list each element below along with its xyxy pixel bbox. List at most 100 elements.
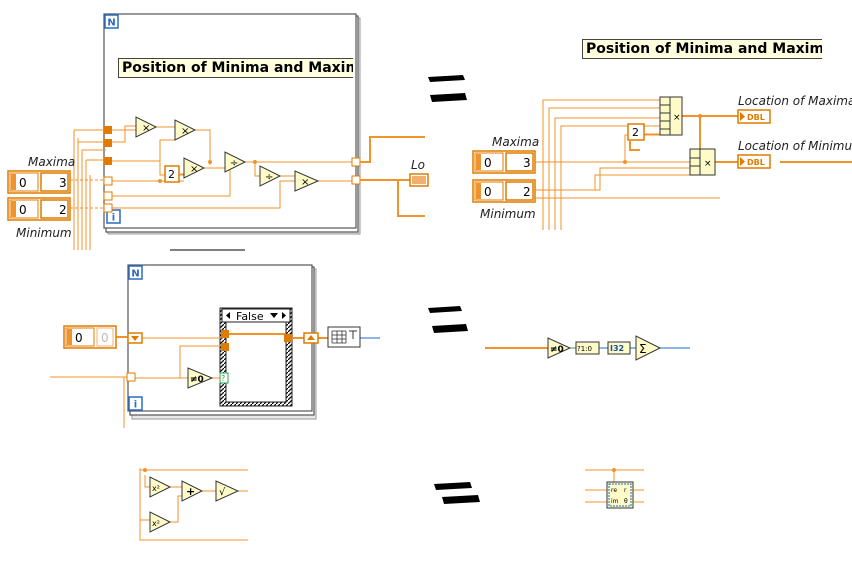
divide-node-2[interactable]: ÷ — [259, 165, 282, 187]
not-equal-zero-label: ≠0 — [550, 345, 564, 355]
maxima-index: 0 — [484, 156, 492, 170]
bool-to-int-node[interactable]: ?1:0 — [575, 341, 600, 355]
wire-junction — [612, 468, 616, 472]
square-node-2[interactable]: x² — [149, 511, 172, 533]
maxima-array-control-right[interactable]: 0 3 — [472, 150, 536, 174]
case-selector[interactable]: False — [221, 308, 291, 323]
equivalence-symbol-1 — [428, 75, 467, 102]
add-label: + — [186, 485, 195, 498]
not-equal-zero-node[interactable]: ≠0 — [187, 367, 214, 389]
minimum-label-right: Minimum — [480, 207, 536, 221]
location-maxima-indicator[interactable]: DBL — [737, 109, 771, 124]
sum-node[interactable]: Σ — [635, 335, 662, 361]
mid-left-wires — [50, 337, 222, 428]
constant-two[interactable]: 2 — [164, 165, 180, 183]
middle-right-panel: ≠0 ?1:0 I32 Σ — [485, 335, 690, 361]
loop-count-terminal[interactable]: N — [104, 14, 119, 29]
add-node[interactable]: + — [181, 480, 204, 502]
maxima-label-right: Maxima — [492, 135, 540, 149]
multiply-symbol: × — [673, 113, 681, 123]
bottom-left-panel: x² x² + √ — [139, 468, 248, 541]
convert-type-label: I32 — [610, 344, 624, 353]
wire-junction — [253, 160, 257, 164]
array-indicator-icon[interactable] — [327, 326, 361, 348]
left-wire-bundle — [70, 129, 106, 250]
wire-junction — [623, 160, 627, 164]
maxima-label: Maxima — [28, 155, 76, 169]
multiply-symbol: × — [142, 123, 150, 134]
location-minimum-indicator[interactable]: DBL — [737, 154, 771, 169]
constant-two-right[interactable]: 2 — [627, 123, 645, 141]
loop-iteration-terminal-2[interactable]: i — [128, 396, 143, 411]
sqrt-node[interactable]: √ — [215, 480, 240, 502]
equivalence-symbols — [428, 75, 480, 504]
top-left-title: Position of Minima and Maxima — [118, 58, 353, 78]
loop-count-label: N — [107, 18, 115, 29]
tunnel-in-2[interactable] — [126, 372, 136, 382]
sum-label: Σ — [639, 342, 647, 356]
minimum-array-control[interactable]: 0 2 — [7, 197, 71, 221]
top-right-title: Position of Minima and Maxima — [582, 39, 822, 59]
square-label: x² — [152, 519, 160, 528]
loop-count-label: N — [131, 269, 139, 280]
bottom-left-wires — [139, 468, 248, 541]
complex-conversion-node[interactable]: re im r θ — [606, 481, 634, 509]
case-selector-value: False — [236, 310, 264, 323]
complex-re-label: re — [611, 487, 617, 494]
multiply-node-3[interactable]: × — [183, 157, 206, 179]
complex-r-label: r — [624, 487, 627, 494]
multiply-symbol: × — [181, 126, 189, 137]
multiply-node-2[interactable]: × — [174, 119, 197, 141]
top-right-panel: Position of Minima and Maxima — [472, 39, 852, 230]
loop-iteration-terminal[interactable]: i — [106, 209, 121, 224]
loop-count-terminal-2[interactable]: N — [128, 265, 143, 280]
multiply-symbol: × — [190, 164, 198, 175]
case-structure[interactable] — [219, 307, 293, 407]
middle-left-panel: N i False — [50, 264, 380, 428]
array-control-mid[interactable]: 0 0 — [63, 325, 117, 349]
maxima-value: 3 — [523, 156, 531, 170]
selector-left-arrow[interactable] — [226, 312, 230, 319]
divide-node-1[interactable]: ÷ — [224, 151, 247, 173]
square-label: x² — [152, 484, 160, 493]
constant-two-value: 2 — [632, 126, 639, 139]
constant-two-value: 2 — [168, 168, 175, 181]
compound-multiply-node-2[interactable]: × — [689, 148, 716, 176]
wire-junction — [698, 114, 702, 118]
minimum-array-control-right[interactable]: 0 2 — [472, 179, 536, 203]
not-equal-zero-node-right[interactable]: ≠0 — [547, 337, 572, 359]
square-node-1[interactable]: x² — [149, 476, 172, 498]
multiply-node-4[interactable]: × — [294, 170, 320, 192]
maxima-value: 3 — [59, 176, 67, 190]
loop-iteration-label: i — [112, 213, 115, 224]
indexing-tunnel-out[interactable] — [303, 332, 319, 344]
multiply-symbol: × — [704, 159, 712, 169]
divide-symbol: ÷ — [230, 158, 238, 169]
location-maxima-label: Location of Maxima — [738, 94, 852, 108]
selector-right-arrow[interactable] — [282, 312, 286, 319]
multiply-node-1[interactable]: × — [135, 116, 158, 138]
sqrt-label: √ — [219, 487, 226, 498]
maxima-index: 0 — [19, 176, 27, 190]
indicator-type: DBL — [747, 158, 765, 167]
convert-i32-node[interactable]: I32 — [607, 341, 631, 355]
bottom-right-panel: re im r θ — [585, 468, 644, 509]
array-value: 0 — [101, 331, 109, 345]
maxima-array-control[interactable]: 0 3 — [7, 170, 71, 194]
case-tunnels[interactable] — [221, 330, 292, 351]
case-selector-terminal[interactable]: ? — [219, 372, 229, 384]
wire-junction — [143, 468, 147, 472]
not-equal-zero-label: ≠0 — [190, 375, 204, 385]
top-left-panel: N i — [7, 13, 429, 250]
compound-multiply-node-1[interactable]: × — [659, 96, 683, 136]
partial-output-indicator[interactable] — [409, 173, 429, 187]
complex-im-label: im — [611, 498, 619, 505]
loop-iteration-label: i — [134, 400, 137, 411]
minimum-value: 2 — [523, 185, 531, 199]
complex-theta-label: θ — [624, 498, 628, 505]
indexing-tunnel-in[interactable] — [127, 332, 143, 344]
divide-symbol: ÷ — [265, 172, 273, 183]
chevron-down-icon[interactable] — [270, 313, 278, 318]
equivalence-symbol-3 — [434, 482, 480, 504]
